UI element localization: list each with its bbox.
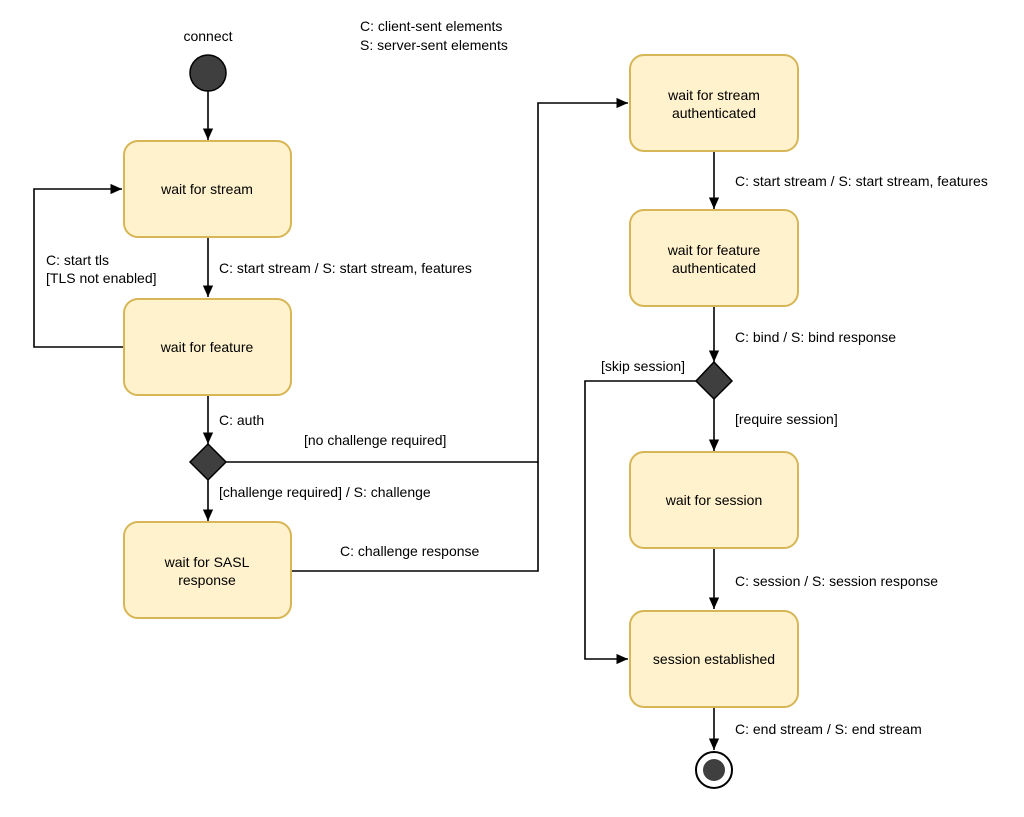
edge-no-challenge <box>226 97 628 463</box>
state-wait-for-sasl-response: wait for SASL response <box>123 521 292 619</box>
label-auth: C: auth <box>219 412 264 428</box>
state-label-line-1: wait for feature <box>667 242 761 258</box>
state-label: wait for stream <box>160 181 253 197</box>
label-tls-not-enabled: [TLS not enabled] <box>46 270 157 286</box>
label-require-session: [require session] <box>735 411 838 427</box>
label-start-stream: C: start stream / S: start stream, featu… <box>219 260 472 276</box>
state-label: session established <box>653 651 775 667</box>
label-no-challenge: [no challenge required] <box>304 432 446 448</box>
state-wait-for-feature: wait for feature <box>123 298 292 396</box>
state-label: wait for feature <box>160 339 254 355</box>
legend-client: C: client-sent elements <box>360 18 502 34</box>
edge-challenge-response <box>292 462 539 572</box>
state-label-line-1: wait for SASL <box>164 554 250 570</box>
connect-label: connect <box>183 28 232 44</box>
label-bind: C: bind / S: bind response <box>735 329 896 345</box>
state-box <box>123 140 292 238</box>
state-wait-for-feature-authenticated: wait for feature authenticated <box>629 209 799 307</box>
edge-start-tls-loop <box>33 183 124 348</box>
state-label: wait for session <box>665 492 762 508</box>
state-wait-for-stream-authenticated: wait for stream authenticated <box>629 54 799 152</box>
auth-decision-node <box>188 442 228 482</box>
state-label-line-2: authenticated <box>672 260 756 276</box>
label-start-tls: C: start tls <box>46 252 109 268</box>
state-box <box>629 451 799 549</box>
session-decision-node <box>694 360 734 401</box>
label-skip-session: [skip session] <box>601 358 685 374</box>
state-box <box>629 209 799 307</box>
label-session: C: session / S: session response <box>735 573 938 589</box>
state-wait-for-session: wait for session <box>629 451 799 549</box>
state-box <box>123 298 292 396</box>
legend-server: S: server-sent elements <box>360 37 508 53</box>
state-box <box>123 521 292 619</box>
initial-node <box>189 54 227 92</box>
state-box <box>629 54 799 152</box>
state-box <box>629 610 799 708</box>
final-node-core <box>703 759 725 781</box>
label-end-stream: C: end stream / S: end stream <box>735 721 922 737</box>
label-challenge-required: [challenge required] / S: challenge <box>219 484 431 500</box>
state-wait-for-stream: wait for stream <box>123 140 292 238</box>
label-challenge-response: C: challenge response <box>340 543 480 559</box>
state-label-line-2: response <box>178 572 236 588</box>
state-label-line-2: authenticated <box>672 105 756 121</box>
label-start-stream-auth: C: start stream / S: start stream, featu… <box>735 173 988 189</box>
state-label-line-1: wait for stream <box>667 87 760 103</box>
state-session-established: session established <box>629 610 799 708</box>
edge-skip-session <box>584 380 696 665</box>
